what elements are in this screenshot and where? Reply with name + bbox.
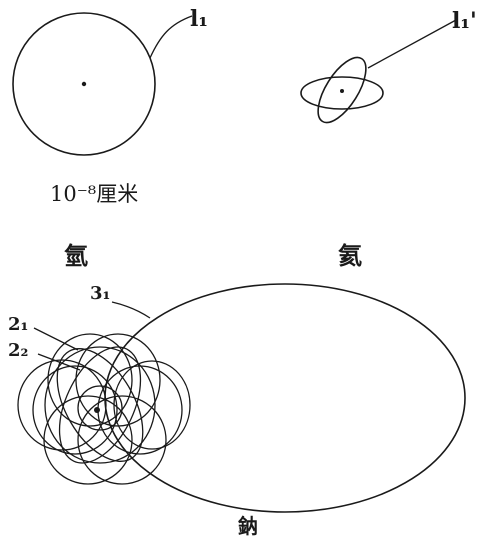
sodium-atom [18,284,465,512]
hydrogen-leader-line [150,16,192,58]
sodium-outer-leader [112,302,150,318]
sodium-22-label: 2₂ [8,340,28,361]
sodium-label: 鈉 [238,510,258,539]
helium-atom [301,20,456,130]
sodium-outer-orbit-label: 3₁ [90,283,110,304]
sodium-21-label: 2₁ [8,314,28,335]
helium-leader-line [368,20,456,68]
hydrogen-label: 氫 [64,236,88,271]
helium-nucleus [340,89,344,93]
helium-orbit-label: l₁' [452,8,477,34]
scale-label: 10⁻⁸厘米 [50,178,138,208]
hydrogen-nucleus [82,82,86,86]
helium-label: 氦 [338,236,362,271]
hydrogen-atom [13,13,192,155]
sodium-nucleus [94,407,100,413]
sodium-outer-orbit [105,284,465,512]
hydrogen-orbit-label: l₁ [190,6,208,32]
